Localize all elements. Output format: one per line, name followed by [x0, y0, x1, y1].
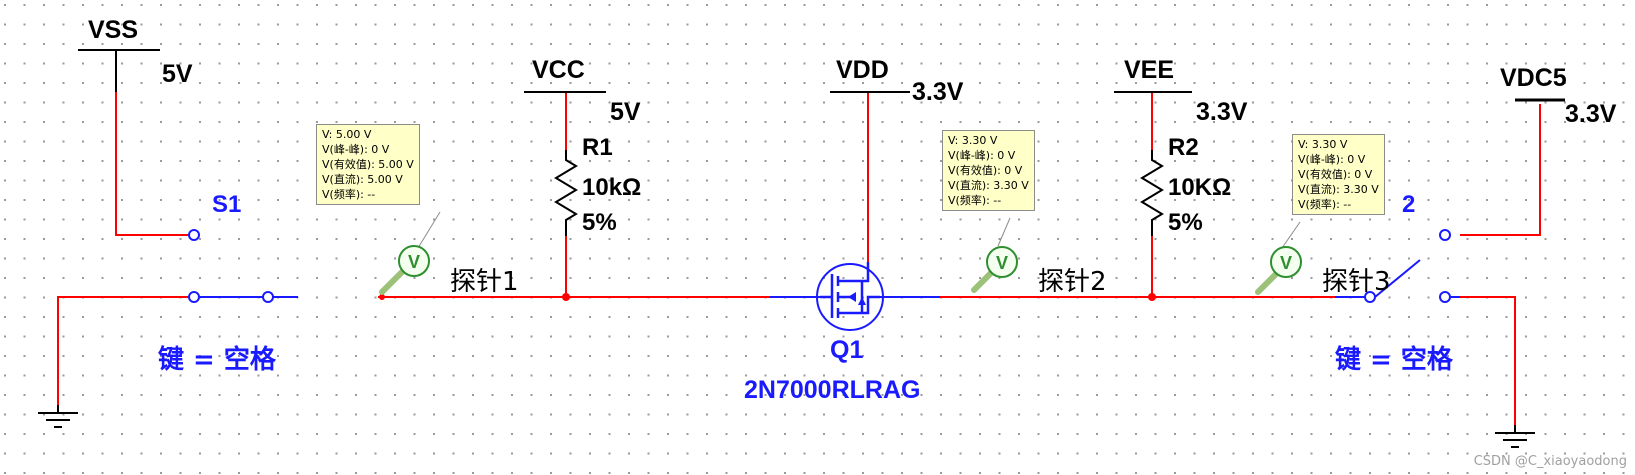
readout-line: V(直流): 3.30 V — [948, 179, 1029, 192]
resistor-ref-r2: R2 — [1168, 134, 1199, 161]
source-value-vdc5: 3.3V — [1565, 100, 1617, 128]
resistor-symbols — [554, 150, 1164, 236]
probe-icon-1: V — [408, 252, 420, 272]
probe-icon-2: V — [996, 253, 1008, 273]
junction-dot — [562, 293, 570, 301]
mosfet-q1-symbol[interactable] — [816, 262, 884, 331]
resistor-tol-r1: 5% — [582, 209, 617, 236]
readout-line: V(直流): 5.00 V — [322, 173, 403, 186]
switch-ref-s1: S1 — [212, 191, 241, 218]
source-value-vcc: 5V — [610, 98, 641, 126]
readout-line: V(有效值): 0 V — [948, 164, 1023, 177]
switch-s2[interactable] — [1364, 229, 1451, 303]
source-value-vss: 5V — [162, 60, 193, 88]
resistor-tol-r2: 5% — [1168, 209, 1203, 236]
resistor-value-r2: 10KΩ — [1168, 174, 1231, 201]
source-value-vdd: 3.3V — [912, 78, 964, 106]
readout-line: V(峰-峰): 0 V — [1298, 153, 1366, 166]
switch-s1[interactable] — [188, 229, 274, 303]
blue-leads — [190, 259, 1460, 298]
readout-line: V: 3.30 V — [1298, 138, 1348, 151]
probe-1[interactable]: V — [379, 211, 441, 295]
junction-dot — [1148, 293, 1156, 301]
probe-readout-3: V: 3.30 V V(峰-峰): 0 V V(有效值): 0 V V(直流):… — [1292, 134, 1385, 215]
source-name-vss: VSS — [88, 16, 138, 44]
readout-line: V(峰-峰): 0 V — [948, 149, 1016, 162]
power-symbols — [78, 49, 1565, 102]
readout-line: V: 3.30 V — [948, 134, 998, 147]
readout-line: V: 5.00 V — [322, 128, 372, 141]
probe-icon-3: V — [1280, 253, 1292, 273]
readout-line: V(直流): 3.30 V — [1298, 183, 1379, 196]
readout-line: V(频率): -- — [1298, 198, 1352, 211]
probe-name-2: 探针2 — [1038, 267, 1107, 297]
readout-line: V(有效值): 5.00 V — [322, 158, 414, 171]
readout-line: V(峰-峰): 0 V — [322, 143, 390, 156]
resistor-value-r1: 10kΩ — [582, 174, 641, 201]
probe-2[interactable]: V — [971, 217, 1018, 293]
readout-line: V(频率): -- — [322, 188, 376, 201]
mosfet-ref: Q1 — [830, 336, 863, 364]
readout-line: V(有效值): 0 V — [1298, 168, 1373, 181]
watermark: CSDN @C_xiaoyaodong — [1473, 454, 1627, 469]
resistor-ref-r1: R1 — [582, 134, 613, 161]
switch-ref-s2: 2 — [1402, 191, 1415, 218]
probe-readout-2: V: 3.30 V V(峰-峰): 0 V V(有效值): 0 V V(直流):… — [942, 130, 1035, 211]
ground-symbol-left — [38, 405, 78, 428]
source-name-vee: VEE — [1124, 56, 1174, 84]
wires — [57, 92, 1541, 425]
ground-symbol-right — [1495, 425, 1535, 448]
source-name-vcc: VCC — [532, 56, 585, 84]
switch-key-s2: 键 = 空格 — [1335, 344, 1454, 375]
source-name-vdd: VDD — [836, 56, 889, 84]
probe-readout-1: V: 5.00 V V(峰-峰): 0 V V(有效值): 5.00 V V(直… — [316, 124, 420, 205]
probe-name-1: 探针1 — [450, 267, 519, 297]
mosfet-part: 2N7000RLRAG — [744, 376, 920, 404]
source-value-vee: 3.3V — [1196, 98, 1248, 126]
source-name-vdc5: VDC5 — [1500, 64, 1567, 92]
switch-key-s1: 键 = 空格 — [158, 344, 277, 375]
junction-dot — [379, 294, 385, 300]
probe-3[interactable]: V — [1255, 221, 1302, 295]
readout-line: V(频率): -- — [948, 194, 1002, 207]
probe-name-3: 探针3 — [1322, 267, 1391, 297]
